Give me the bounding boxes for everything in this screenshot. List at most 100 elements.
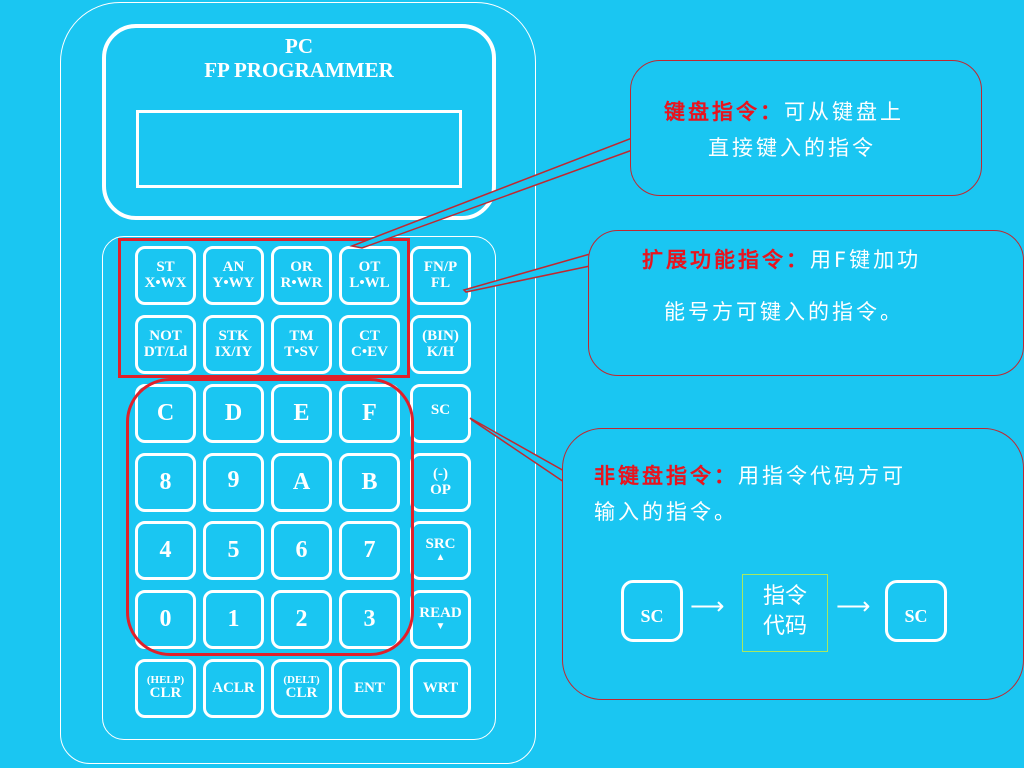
- lcd-screen: [136, 110, 462, 188]
- key-4[interactable]: 4: [135, 521, 196, 580]
- key-ot-main: OT: [358, 258, 381, 275]
- key-a-label: A: [292, 468, 311, 495]
- key-5[interactable]: 5: [203, 521, 264, 580]
- key-8-label: 8: [159, 468, 172, 495]
- device-title-line2: FP PROGRAMMER: [204, 58, 394, 82]
- key-fn[interactable]: FN/P FL: [410, 246, 471, 305]
- hex-key-group: [126, 378, 414, 656]
- key-ct-sub: C•EV: [351, 343, 388, 360]
- extended-callout-text1: 用F键加功: [810, 248, 922, 272]
- keypad-panel: [102, 236, 496, 740]
- key-8[interactable]: 8: [135, 453, 196, 512]
- key-aclr[interactable]: ACLR: [203, 659, 264, 718]
- key-7[interactable]: 7: [339, 521, 400, 580]
- nonkeyboard-callout-text2: 输入的指令。: [594, 500, 738, 524]
- key-7-label: 7: [363, 536, 376, 563]
- programmer-body: [60, 2, 536, 764]
- key-ent-label: ENT: [354, 679, 385, 696]
- key-help-clr[interactable]: (HELP) CLR: [135, 659, 196, 718]
- nonkeyboard-callout-heading: 非键盘指令：: [594, 464, 738, 488]
- keyboard-instruction-group: [118, 238, 410, 378]
- nonkeyboard-callout-pointer: [469, 417, 567, 484]
- key-delt-clr[interactable]: (DELT) CLR: [271, 659, 332, 718]
- key-b-label: B: [361, 468, 378, 495]
- key-tm[interactable]: TM T•SV: [271, 315, 332, 374]
- key-ot[interactable]: OT L•WL: [339, 246, 400, 305]
- flow-sc-start-label: SC: [640, 606, 664, 626]
- key-st-main: ST: [156, 258, 175, 275]
- device-title: PC FP PROGRAMMER: [102, 34, 496, 82]
- key-6-label: 6: [295, 536, 308, 563]
- key-delt-clr-label: CLR: [285, 685, 318, 702]
- flow-sc-key-end: SC: [885, 580, 947, 642]
- flow-code-line1: 指令: [762, 584, 807, 609]
- key-op-sub: OP: [430, 481, 451, 498]
- key-1-label: 1: [227, 605, 240, 632]
- key-not-sub: DT/Ld: [143, 343, 188, 360]
- key-an-sub: Y•WY: [212, 274, 255, 291]
- key-clr-label: CLR: [149, 685, 182, 702]
- key-1[interactable]: 1: [203, 590, 264, 649]
- down-arrow-icon: ▼: [435, 621, 446, 633]
- key-an-main: AN: [222, 258, 245, 275]
- key-or-sub: R•WR: [280, 274, 323, 291]
- key-help-label: (HELP): [146, 673, 185, 686]
- key-not[interactable]: NOT DT/Ld: [135, 315, 196, 374]
- key-bin[interactable]: (BIN) K/H: [410, 315, 471, 374]
- key-wrt-label: WRT: [422, 679, 459, 696]
- key-bin-main: (BIN): [422, 327, 459, 344]
- nonkeyboard-callout-text1: 用指令代码方可: [738, 464, 906, 488]
- key-ot-sub: L•WL: [349, 274, 390, 291]
- key-tm-sub: T•SV: [284, 343, 319, 360]
- key-an[interactable]: AN Y•WY: [203, 246, 264, 305]
- key-6[interactable]: 6: [271, 521, 332, 580]
- keyboard-callout-text2: 直接键入的指令: [708, 136, 876, 160]
- keyboard-callout-pointer: [349, 137, 640, 249]
- key-sc-label: SC: [430, 402, 451, 418]
- key-bin-sub: K/H: [426, 343, 455, 360]
- flow-code-line2: 代码: [762, 614, 807, 639]
- flow-arrow-icon: ⟶: [836, 592, 871, 620]
- key-e[interactable]: E: [271, 384, 332, 443]
- key-2[interactable]: 2: [271, 590, 332, 649]
- key-ct[interactable]: CT C•EV: [339, 315, 400, 374]
- key-b[interactable]: B: [339, 453, 400, 512]
- key-src-label: SRC: [425, 536, 456, 553]
- device-title-line1: PC: [285, 34, 313, 58]
- key-not-main: NOT: [149, 327, 182, 344]
- key-d[interactable]: D: [203, 384, 264, 443]
- key-ent[interactable]: ENT: [339, 659, 400, 718]
- key-5-label: 5: [227, 536, 240, 563]
- key-4-label: 4: [159, 536, 172, 563]
- keyboard-callout-heading: 键盘指令：: [664, 100, 784, 124]
- key-read-label: READ: [419, 605, 462, 622]
- nonkeyboard-callout-line1: 非键盘指令：用指令代码方可: [594, 458, 906, 494]
- keyboard-callout-line1: 键盘指令：可从键盘上: [664, 94, 904, 130]
- extended-callout-text2: 能号方可键入的指令。: [664, 300, 904, 324]
- key-delt-label: (DELT): [283, 673, 320, 686]
- flow-sc-end-label: SC: [904, 606, 928, 626]
- extended-callout-pointer: [462, 253, 591, 293]
- key-op-main: (-): [433, 465, 448, 482]
- flow-instruction-code-box: 指令 代码: [742, 574, 828, 652]
- flow-sc-key-start: SC: [621, 580, 683, 642]
- display-panel: [102, 24, 496, 220]
- key-stk[interactable]: STK IX/IY: [203, 315, 264, 374]
- up-arrow-icon: ▲: [435, 552, 446, 564]
- key-2-label: 2: [295, 605, 308, 632]
- keyboard-instruction-callout: [630, 60, 982, 196]
- extended-instruction-callout: [588, 230, 1024, 376]
- key-a[interactable]: A: [271, 453, 332, 512]
- key-or[interactable]: OR R•WR: [271, 246, 332, 305]
- key-tm-main: TM: [289, 327, 314, 344]
- key-9[interactable]: 9: [203, 453, 264, 512]
- key-e-label: E: [293, 399, 310, 426]
- key-aclr-label: ACLR: [212, 679, 255, 696]
- key-fn-main: FN/P: [423, 258, 458, 275]
- flow-arrow-icon: ⟶: [690, 592, 725, 620]
- key-st[interactable]: ST X•WX: [135, 246, 196, 305]
- key-wrt[interactable]: WRT: [410, 659, 471, 718]
- key-stk-sub: IX/IY: [214, 343, 253, 360]
- key-or-main: OR: [290, 258, 313, 275]
- key-fn-sub: FL: [430, 274, 451, 291]
